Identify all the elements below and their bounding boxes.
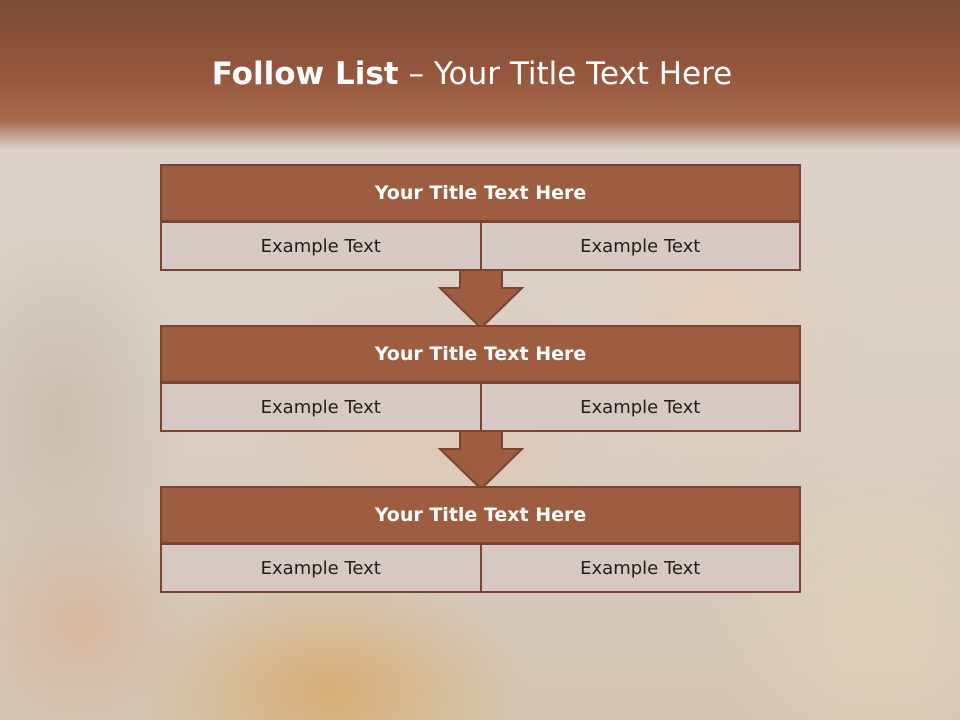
down-arrow-icon [438,431,524,491]
step-title: Your Title Text Here [160,325,801,383]
slide-title-rest: – Your Title Text Here [408,56,733,92]
step-title: Your Title Text Here [160,164,801,222]
step-row: Example Text Example Text [160,543,801,593]
step-cell-right: Example Text [481,221,801,271]
header-band [0,0,960,150]
step-cell-left: Example Text [160,221,482,271]
step-title: Your Title Text Here [160,486,801,544]
step-cell-right: Example Text [481,382,801,432]
step-cell-right: Example Text [481,543,801,593]
step-box-3: Your Title Text Here Example Text Exampl… [160,486,801,593]
step-box-2: Your Title Text Here Example Text Exampl… [160,325,801,432]
slide-title-bold: Follow List [211,56,399,92]
step-box-1: Your Title Text Here Example Text Exampl… [160,164,801,271]
step-cell-left: Example Text [160,382,482,432]
step-row: Example Text Example Text [160,221,801,271]
step-row: Example Text Example Text [160,382,801,432]
step-cell-left: Example Text [160,543,482,593]
down-arrow-icon [438,270,524,330]
slide-title: Follow List – Your Title Text Here [0,56,944,92]
